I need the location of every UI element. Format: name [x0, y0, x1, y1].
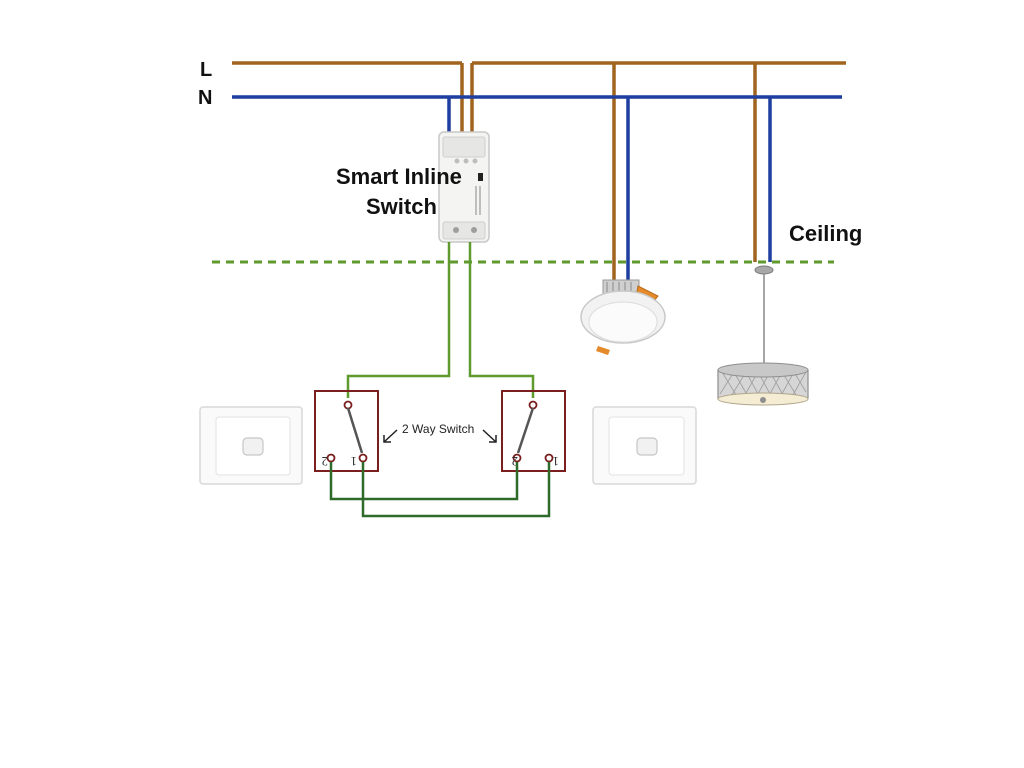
traveller-wires — [329, 462, 551, 518]
two-way-switch-right: 2 1 — [501, 390, 566, 472]
switched-wire-left — [346, 242, 451, 398]
right-switch-terminal-1: 1 — [553, 454, 560, 469]
arrow-right-head-icon — [489, 435, 497, 443]
smart-inline-switch-module-icon — [438, 131, 490, 243]
arrow-left-icon — [383, 429, 398, 443]
pointer-arrows — [383, 429, 497, 443]
arrow-right-icon — [482, 429, 497, 443]
arrow-left-head-icon — [383, 435, 391, 443]
right-switch-terminal-2: 2 — [512, 454, 519, 469]
left-switch-terminal-2: 2 — [322, 454, 329, 469]
smart-switch-label-line1: Smart Inline — [336, 164, 462, 189]
wall-switch-plate-icon — [199, 406, 303, 485]
two-way-switch-left: 2 1 — [314, 390, 379, 472]
led-downlight-icon — [580, 279, 666, 355]
left-switch-terminal-1: 1 — [351, 454, 358, 469]
smart-switch-label-line2: Switch — [366, 194, 437, 219]
ceiling-label: Ceiling — [789, 221, 862, 246]
neutral-wire — [232, 95, 842, 283]
live-label: L — [200, 59, 212, 81]
traveller-wire-lower — [361, 462, 551, 518]
traveller-wire-upper — [329, 462, 519, 501]
neutral-label: N — [198, 87, 212, 109]
wall-switch-plate-right-icon — [592, 406, 697, 485]
pendant-drum-light-icon — [717, 265, 809, 406]
two-way-switch-label: 2 Way Switch — [402, 422, 474, 436]
switched-wires — [346, 242, 535, 398]
switched-wire-right — [468, 242, 535, 398]
